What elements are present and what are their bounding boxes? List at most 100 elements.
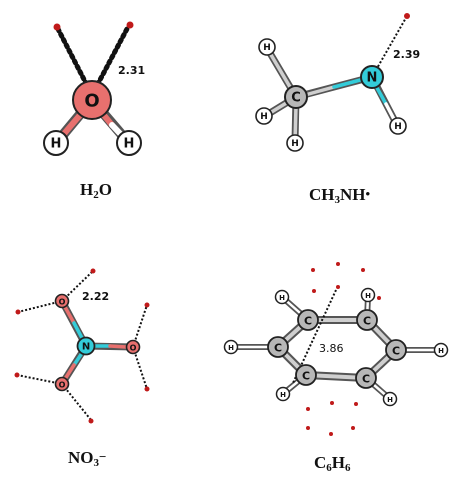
methylamine-formula-radical: • [365, 186, 371, 201]
nitrate-interaction-o2-a [132, 304, 148, 348]
benzene-carbon-atom-1 [297, 309, 319, 331]
benzene-probe-point-5 [336, 285, 340, 289]
nitrate-oxygen-atom-3 [54, 376, 70, 392]
benzene-carbon-atom-2 [356, 309, 378, 331]
benzene-hydrogen-atom-3 [223, 339, 239, 355]
benzene-distance-label: 3.86 [319, 342, 344, 355]
benzene-hydrogen-atom-2 [360, 287, 376, 303]
water-hydrogen-atom-left [43, 130, 69, 156]
benzene-carbon-atom-5 [295, 364, 317, 386]
water-formula: H2O [80, 180, 112, 201]
methylamine-hydrogen-atom-left [255, 107, 273, 125]
benzene-hydrogen-atom-4 [433, 342, 449, 358]
methylamine-formula-main: CH [309, 185, 335, 204]
nitrate-bond-no2-o [108, 344, 128, 349]
nitrate-bond-no3-n [72, 351, 84, 367]
benzene-formula-sub-2: 6 [345, 462, 351, 474]
methylamine-hydrogen-atom-bottom [286, 134, 304, 152]
benzene-probe-point-4 [312, 289, 316, 293]
benzene-probe-point-7 [306, 407, 310, 411]
water-formula-tail: O [98, 180, 112, 199]
methylamine-nitrogen-label: N [367, 71, 378, 86]
benzene-carbon-label-1: C [304, 315, 312, 328]
water-distance-label: 2.31 [118, 64, 145, 77]
benzene-carbon-label-2: C [363, 315, 371, 328]
benzene-carbon-atom-3 [385, 339, 407, 361]
water-formula-sub: 2 [93, 189, 99, 201]
nitrate-oxygen-label-1: O [59, 298, 66, 307]
nitrate-probe-point-4 [144, 386, 150, 392]
nitrate-oxygen-label-3: O [59, 381, 66, 390]
nitrate-probe-point-2 [15, 309, 21, 315]
methylamine-formula-tail: NH [340, 185, 366, 204]
benzene-molecule: 3.86 C C C C C C H H H H H H [223, 262, 449, 436]
benzene-hydrogen-label-3: H [228, 344, 234, 352]
methylamine-hydrogen-label-bottom: H [291, 139, 299, 149]
nitrate-probe-point-5 [14, 372, 20, 378]
benzene-formula: C6H6 [314, 453, 351, 474]
water-oxygen-atom [72, 80, 112, 120]
benzene-hydrogen-atom-1 [274, 289, 290, 305]
nitrate-bond-no1-n [72, 321, 84, 340]
benzene-hydrogen-label-4: H [438, 347, 444, 355]
nitrate-oxygen-label-2: O [130, 344, 137, 353]
water-molecule: 2.31 O H H [43, 21, 145, 156]
nitrate-interaction-o1-a [61, 270, 94, 302]
methylamine-distance-label: 2.39 [393, 48, 420, 61]
water-hydrogen-label-left: H [51, 137, 62, 152]
benzene-formula-c: C [314, 453, 327, 472]
methylamine-carbon-label: C [291, 91, 301, 106]
methylamine-formula-sub: 3 [334, 194, 341, 206]
benzene-carbon-atom-4 [355, 367, 377, 389]
water-probe-point-left [53, 23, 61, 31]
nitrate-formula-sub: 3 [93, 457, 100, 469]
water-hydrogen-atom-right [116, 130, 142, 156]
methylamine-formula: CH3NH• [309, 185, 371, 206]
benzene-hydrogen-label-2: H [365, 292, 371, 300]
water-oxygen-label: O [84, 91, 99, 112]
benzene-carbon-label-3: C [392, 345, 400, 358]
nitrate-probe-point-6 [88, 418, 94, 424]
benzene-probe-point-1 [311, 268, 315, 272]
benzene-carbon-label-5: C [302, 370, 310, 383]
nitrate-distance-label: 2.22 [82, 290, 109, 303]
benzene-hydrogen-label-6: H [387, 396, 393, 404]
benzene-carbon-label-6: C [274, 342, 282, 355]
methylamine-hydrogen-label-left: H [260, 112, 268, 122]
benzene-carbon-label-4: C [362, 373, 370, 386]
nitrate-molecule: 2.22 N O O O [14, 268, 150, 424]
nitrate-interaction-o1-b [17, 300, 63, 313]
benzene-hydrogen-atom-6 [382, 391, 398, 407]
methylamine-molecule: 2.39 C N H H H H [255, 13, 420, 152]
methylamine-hydrogen-atom-n [389, 117, 407, 135]
benzene-probe-point-3 [361, 268, 365, 272]
methylamine-hydrogen-label-n: H [394, 122, 402, 132]
methylamine-hydrogen-atom-top [258, 38, 276, 56]
benzene-carbon-atom-6 [267, 336, 289, 358]
methylamine-bond-cn-carbon [303, 85, 336, 97]
nitrate-oxygen-atom-1 [54, 293, 70, 309]
benzene-probe-point-12 [351, 426, 355, 430]
benzene-hydrogen-label-1: H [279, 294, 285, 302]
nitrate-formula: NO3− [68, 448, 106, 469]
benzene-formula-h: H [331, 453, 346, 472]
benzene-formula-sub-1: 6 [326, 462, 332, 474]
nitrate-probe-point-3 [144, 302, 150, 308]
benzene-probe-point-9 [354, 402, 358, 406]
benzene-hydrogen-atom-5 [275, 386, 291, 402]
benzene-probe-point-10 [306, 426, 310, 430]
benzene-hydrogen-label-5: H [280, 391, 286, 399]
nitrate-formula-main: NO [68, 448, 94, 467]
methylamine-bond-cn-nitrogen [332, 77, 366, 89]
nitrate-oxygen-atom-2 [125, 339, 141, 355]
nitrate-bond-no3-o [63, 363, 76, 381]
nitrate-interaction-o2-b [132, 346, 148, 390]
methylamine-hydrogen-label-top: H [263, 43, 271, 53]
methylamine-bond-nh-fill [374, 84, 388, 106]
nitrate-nitrogen-label: N [82, 342, 90, 353]
water-hydrogen-label-right: H [124, 137, 135, 152]
methylamine-carbon-atom [284, 85, 308, 109]
nitrate-bond-no1-o [63, 305, 76, 325]
nitrate-probe-point-1 [90, 268, 96, 274]
